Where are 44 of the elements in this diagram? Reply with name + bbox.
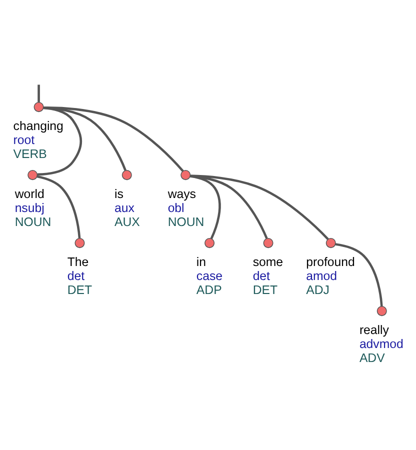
connector <box>38 84 40 102</box>
node-label: det <box>252 268 270 283</box>
node-circle <box>34 102 44 112</box>
node-label: some <box>252 255 284 270</box>
node-circle <box>263 238 274 248</box>
node-circle <box>204 238 215 248</box>
node-label: is <box>114 187 124 202</box>
node-label: nsubj <box>14 200 44 215</box>
node-label: VERB <box>13 146 47 161</box>
node-label: AUX <box>114 214 140 229</box>
node-circle <box>122 170 132 180</box>
node-label: ADV <box>359 350 385 365</box>
node-label: ADJ <box>306 282 330 297</box>
node-label: changing <box>13 119 64 134</box>
connector <box>190 174 329 240</box>
node-label: case <box>196 268 223 283</box>
connector <box>37 106 82 176</box>
node-label: profound <box>306 255 355 270</box>
node-circle <box>180 170 191 180</box>
node-circle <box>326 238 336 248</box>
node-label: advmod <box>359 336 404 351</box>
node-circle <box>74 238 85 248</box>
node-label: det <box>67 268 85 283</box>
node-label: NOUN <box>168 214 204 229</box>
node-label: amod <box>306 268 338 283</box>
connector <box>335 243 383 306</box>
node-label: really <box>359 323 389 338</box>
node-label: The <box>67 255 89 270</box>
node-label: DET <box>252 282 278 297</box>
node-label: DET <box>67 282 92 297</box>
node-circle <box>376 306 387 316</box>
node-circle <box>28 170 38 180</box>
node-label: ADP <box>196 282 222 297</box>
node-label: world <box>14 187 44 202</box>
connector <box>36 175 81 238</box>
node-label: aux <box>114 200 134 215</box>
node-label: in <box>196 255 206 270</box>
node-label: NOUN <box>14 214 52 229</box>
connector <box>190 175 221 240</box>
node-label: root <box>13 132 35 147</box>
node-label: ways <box>168 187 196 202</box>
connector <box>43 106 184 172</box>
node-label: obl <box>168 200 184 215</box>
connector <box>190 174 268 239</box>
